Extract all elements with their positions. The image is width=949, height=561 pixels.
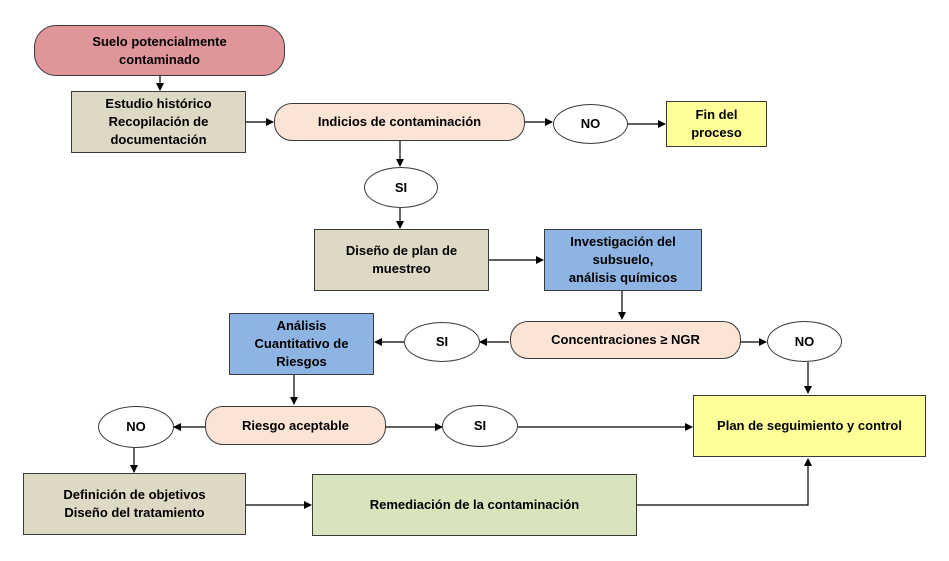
node-riesgo-aceptable: Riesgo aceptable — [205, 406, 386, 445]
node-no-riesgo: NO — [98, 406, 174, 448]
node-no-indicios: NO — [553, 104, 628, 144]
arrow-remediacion-to-plan — [636, 458, 812, 506]
node-concentraciones: Concentraciones ≥ NGR — [510, 321, 741, 359]
node-diseno-muestreo: Diseño de plan de muestreo — [314, 229, 489, 291]
node-si-indicios: SI — [364, 167, 438, 208]
node-analisis-riesgos: Análisis Cuantitativo de Riesgos — [229, 313, 374, 375]
node-si-concentraciones: SI — [404, 322, 480, 362]
node-si-riesgo: SI — [442, 405, 518, 447]
node-investigacion: Investigación del subsuelo, análisis quí… — [544, 229, 702, 291]
node-plan-seguimiento: Plan de seguimiento y control — [693, 395, 926, 457]
node-start: Suelo potencialmente contaminado — [34, 25, 285, 76]
node-no-concentraciones: NO — [767, 321, 842, 362]
node-definicion-objetivos: Definición de objetivos Diseño del trata… — [23, 473, 246, 535]
node-remediacion: Remediación de la contaminación — [312, 474, 637, 536]
node-indicios: Indicios de contaminación — [274, 103, 525, 141]
node-fin-proceso: Fin del proceso — [666, 101, 767, 147]
node-historico: Estudio histórico Recopilación de docume… — [71, 91, 246, 153]
